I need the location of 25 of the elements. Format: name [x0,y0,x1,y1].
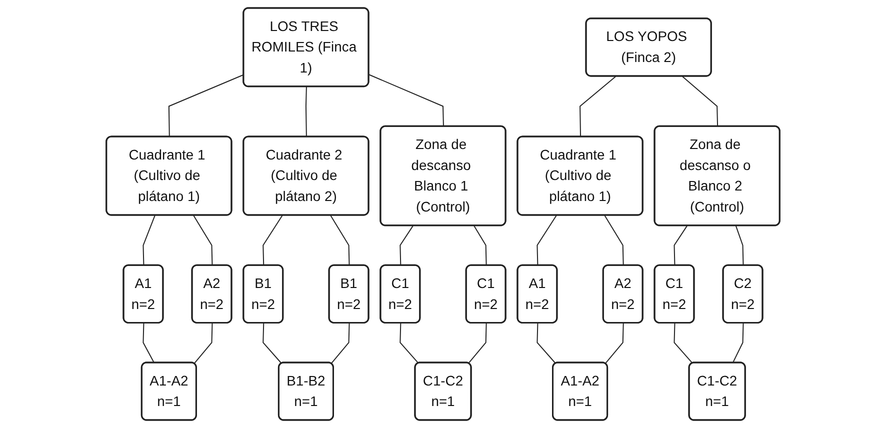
connector [262,215,283,266]
connector [330,322,350,364]
connector [468,322,487,364]
connector [193,215,213,266]
connector [305,86,307,138]
connector [735,225,744,266]
connector [400,225,414,266]
connector [536,215,557,266]
connector [674,225,688,266]
connector [674,322,694,364]
connector [330,215,350,266]
connector [168,74,244,138]
connector [194,322,213,364]
connector [142,322,155,364]
connector [142,215,156,266]
connector [368,74,444,128]
connector [262,322,282,364]
connector [474,225,487,266]
connector [400,322,419,364]
connector [536,322,556,364]
connector [604,322,624,364]
connector [732,322,744,364]
connector [682,76,718,128]
connector [604,215,624,266]
connector [580,76,616,138]
